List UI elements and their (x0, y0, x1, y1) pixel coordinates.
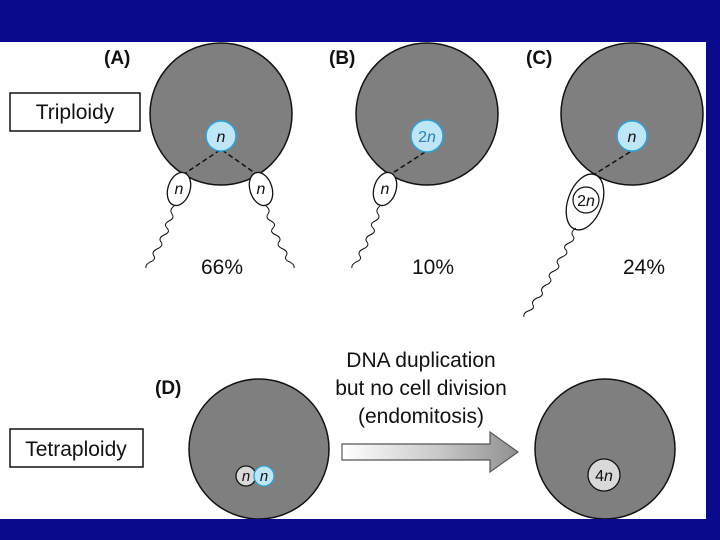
egg-cell-b (355, 42, 499, 186)
panel-b: 2n n 10% (351, 42, 499, 279)
egg-nucleus-c-label: n (628, 129, 637, 146)
sperm-a1-label: n (175, 181, 184, 198)
ploidy-diagram: (A) n n n 66% (B) (9, 42, 704, 519)
sperm-b-label: n (381, 181, 390, 198)
sperm-c-label: 2n (577, 193, 595, 210)
panel-d: n n DNA duplication but no cell division… (188, 349, 676, 519)
egg-nucleus-c (616, 120, 648, 152)
sperm-tail-a2 (265, 205, 295, 269)
panel-c-label: (C) (526, 48, 552, 69)
triploidy-label: Triploidy (36, 101, 115, 124)
tetraploidy-label-box (9, 428, 144, 468)
tetraploid-nucleus (587, 458, 621, 492)
tetraploid-n: n (604, 468, 613, 485)
pronucleus-d2-label: n (260, 468, 268, 485)
content-area: (A) n n n 66% (B) (0, 42, 706, 519)
egg-cell-c (560, 42, 704, 186)
tetraploid-cell-d (534, 378, 676, 519)
egg-nucleus-b-n: n (427, 129, 436, 146)
pronucleus-d2 (253, 465, 275, 487)
panel-a: n n n 66% (145, 42, 295, 279)
panel-a-label: (A) (104, 48, 130, 69)
zygote-cell-d (188, 378, 330, 519)
panel-b-label: (B) (329, 48, 355, 69)
percentage-a: 66% (201, 256, 243, 279)
sperm-head-a2 (248, 171, 274, 207)
tetraploid-coef: 4 (595, 468, 604, 485)
percentage-c: 24% (623, 256, 665, 279)
sperm-head-b (372, 171, 398, 207)
egg-nucleus-a-label: n (217, 129, 226, 146)
egg-nucleus-a (205, 120, 237, 152)
arrow-text-line2: but no cell division (335, 377, 507, 400)
arrow-text-line1: DNA duplication (346, 349, 495, 372)
pronucleus-d1-label: n (242, 468, 250, 485)
sperm-tail-a1 (145, 205, 175, 269)
tetraploid-nucleus-label: 4n (595, 468, 613, 485)
sperm-tail-b (351, 205, 381, 269)
tetraploidy-label: Tetraploidy (25, 438, 127, 461)
sperm-c-coef: 2 (577, 193, 586, 210)
egg-nucleus-b-label: 2n (418, 129, 436, 146)
egg-nucleus-b-coef: 2 (418, 129, 427, 146)
percentage-b: 10% (412, 256, 454, 279)
panel-c: n 2n 24% (523, 42, 704, 318)
endomitosis-arrow (341, 430, 520, 474)
sperm-a2-label: n (257, 181, 266, 198)
egg-cell-a (149, 42, 293, 186)
sperm-c-n: n (586, 193, 595, 210)
triploidy-label-box (9, 92, 141, 132)
sperm-nucleus-c (572, 186, 600, 214)
arrow-text-line3: (endomitosis) (358, 405, 484, 428)
panel-d-label: (D) (155, 378, 181, 399)
sperm-head-a1 (166, 171, 192, 207)
sperm-tail-c (523, 227, 577, 318)
egg-nucleus-b (410, 119, 444, 153)
